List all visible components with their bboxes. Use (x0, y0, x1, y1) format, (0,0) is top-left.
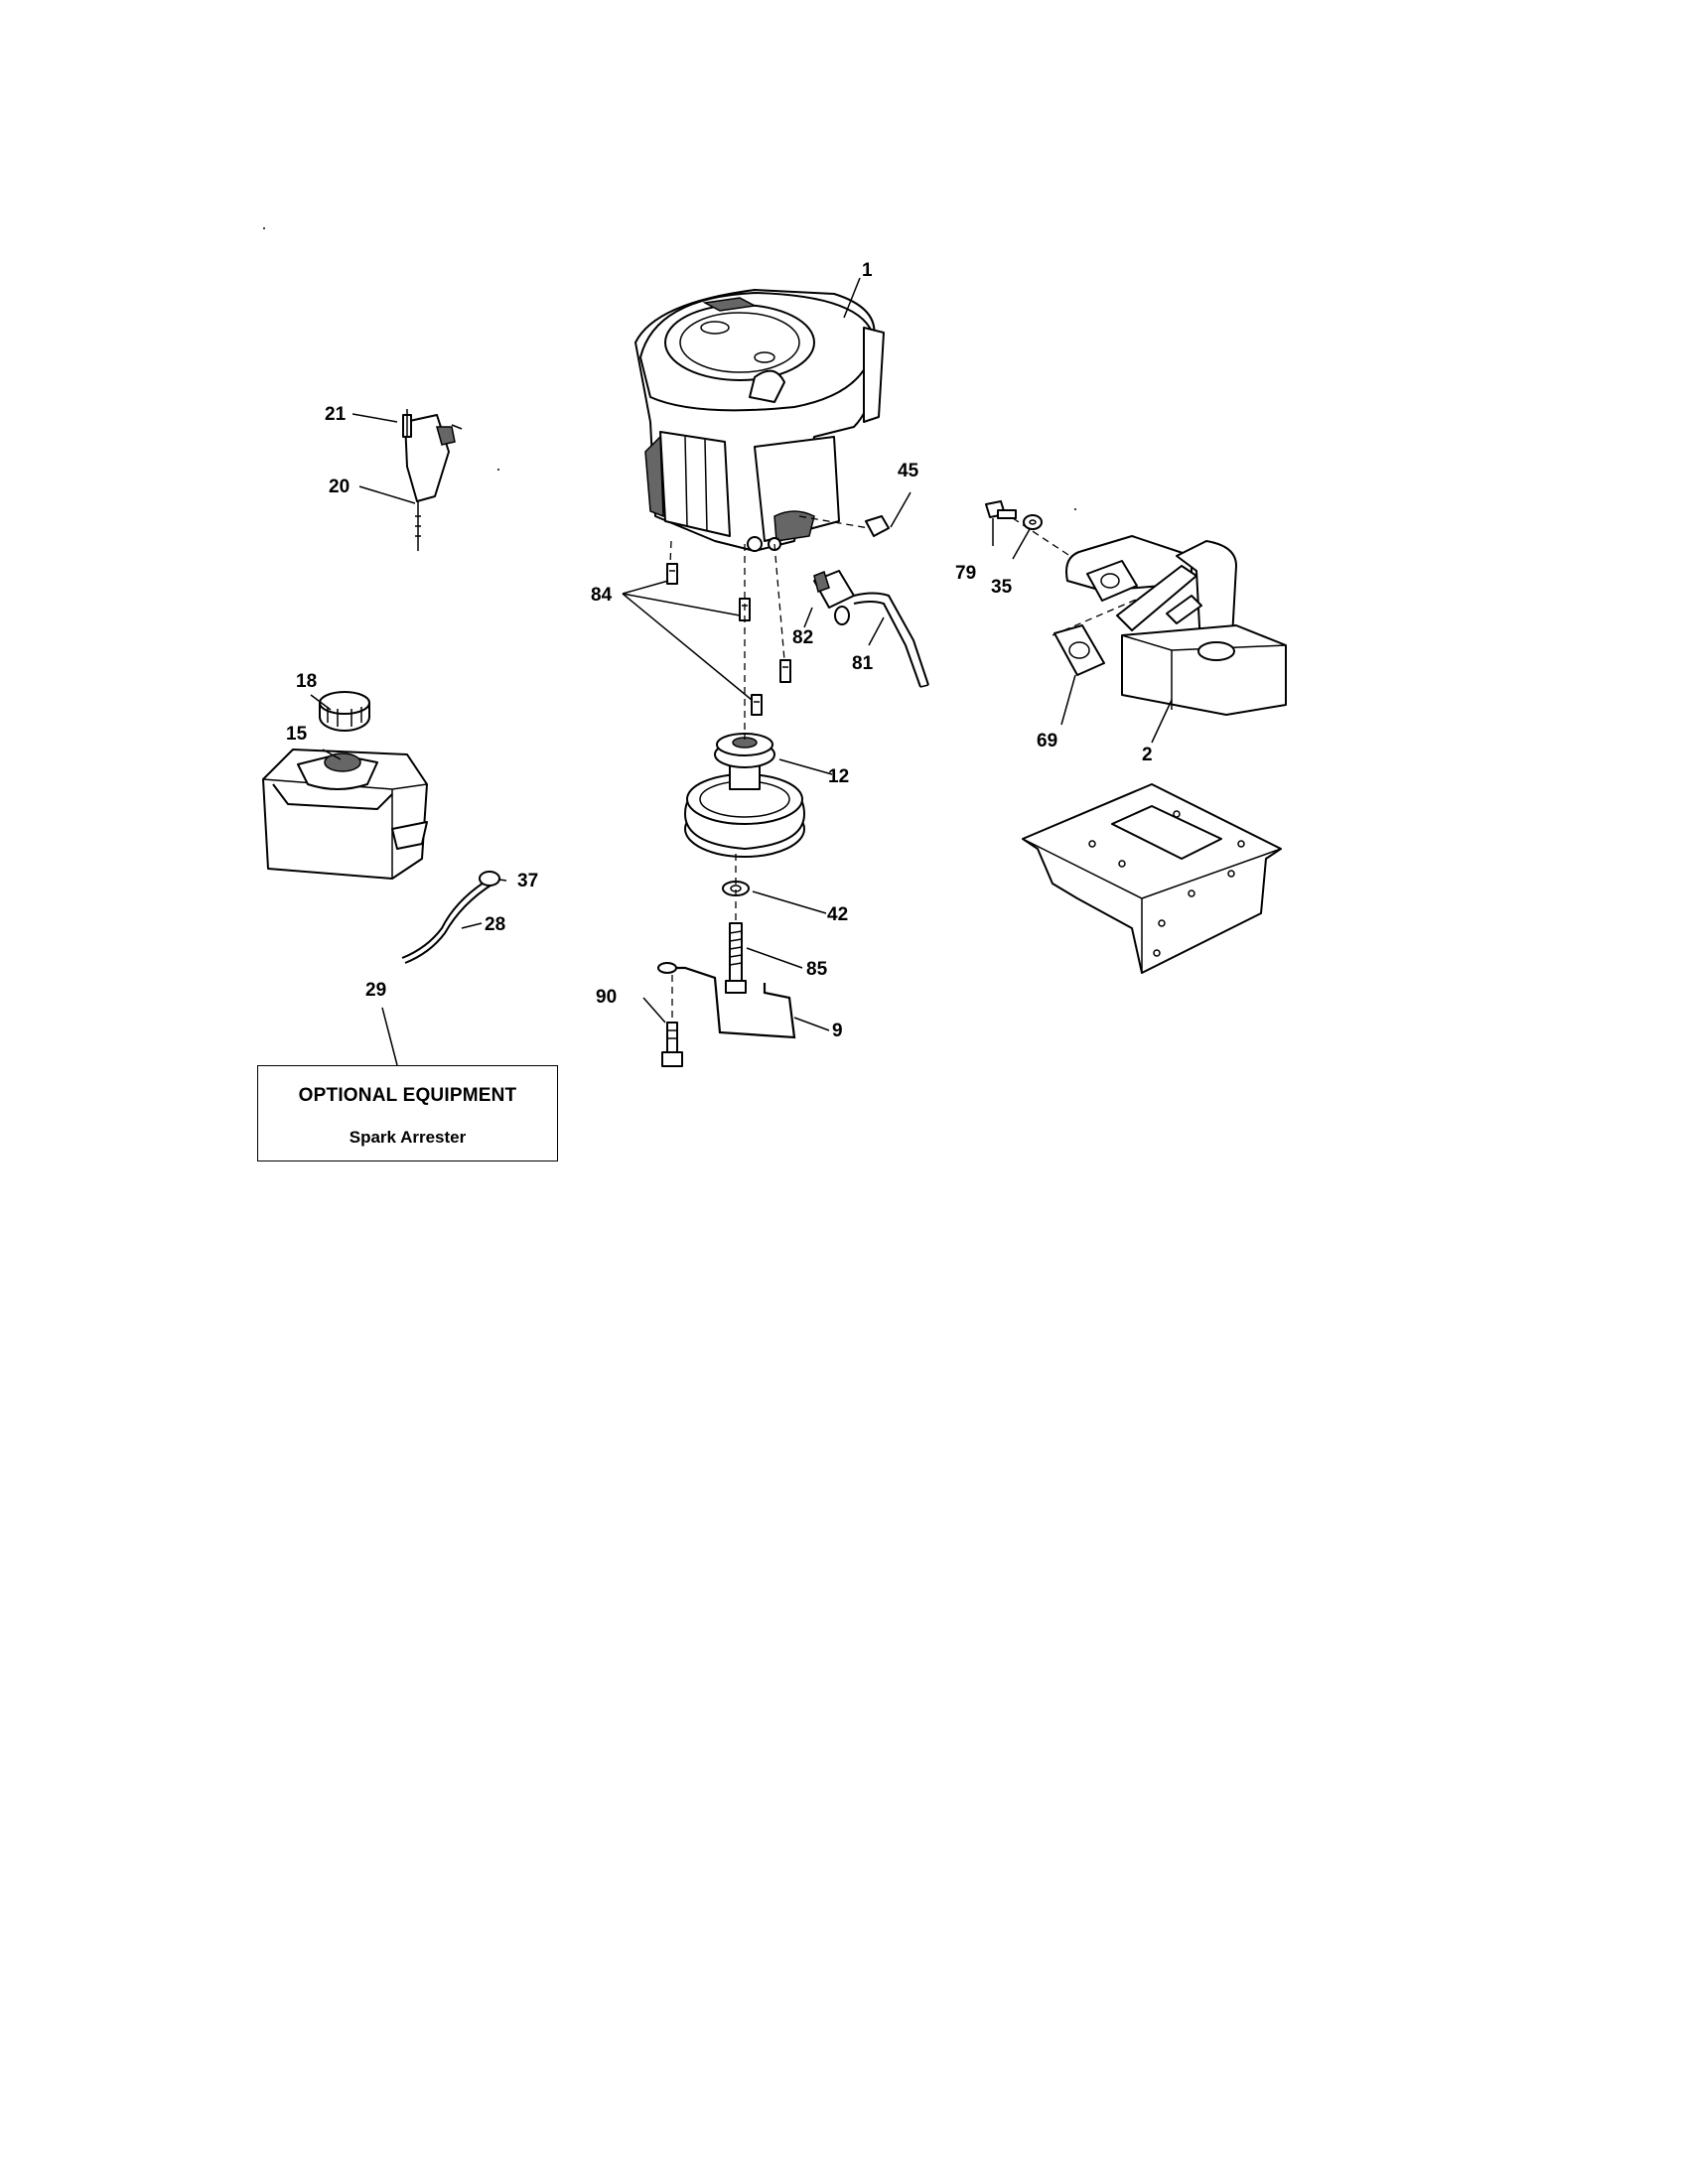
pulley-illustration (684, 733, 805, 858)
callout-1: 1 (862, 260, 873, 281)
bolt-79-illustration (985, 500, 1017, 519)
callout-2: 2 (1142, 745, 1153, 765)
fitting-illustration (813, 570, 855, 625)
dipstick-tube-illustration (853, 592, 929, 688)
callout-28: 28 (485, 914, 505, 935)
callout-21: 21 (325, 404, 347, 425)
fuel-cap-illustration (319, 691, 370, 732)
stray-dot (1074, 508, 1076, 510)
callout-85: 85 (806, 959, 828, 980)
washer-35-illustration (1023, 514, 1043, 530)
pulley-bolt-illustration (725, 922, 747, 994)
callout-82: 82 (792, 627, 813, 648)
muffler-illustration (1065, 535, 1287, 716)
optional-equipment-item: Spark Arrester (349, 1128, 467, 1147)
fuel-tank-illustration (262, 749, 428, 880)
callout-35: 35 (991, 577, 1013, 598)
callout-9: 9 (832, 1021, 843, 1041)
callout-12: 12 (828, 766, 849, 787)
callout-69: 69 (1037, 731, 1057, 751)
leader-lines (310, 277, 1173, 1066)
callout-45: 45 (898, 461, 919, 481)
callout-20: 20 (329, 477, 350, 497)
callout-81: 81 (852, 653, 874, 674)
throttle-bracket-illustration (402, 409, 463, 551)
callout-37: 37 (517, 871, 538, 891)
callout-84: 84 (591, 585, 613, 606)
mounting-plate-illustration (1022, 783, 1282, 974)
engine-illustration (634, 289, 885, 552)
stray-dot (497, 469, 499, 471)
gasket-illustration (1053, 624, 1105, 676)
bracket-bolt-illustration (661, 1022, 683, 1067)
optional-equipment-box: OPTIONAL EQUIPMENT Spark Arrester (257, 1065, 558, 1161)
mounting-bolts-illustration (666, 563, 791, 716)
fuel-line-illustration (401, 871, 500, 964)
callout-29: 29 (365, 980, 386, 1001)
callout-90: 90 (596, 987, 617, 1008)
callout-42: 42 (827, 904, 848, 925)
stray-dot (263, 227, 265, 229)
callout-15: 15 (286, 724, 308, 745)
nut-illustration (865, 515, 890, 537)
bracket-rod-illustration (657, 962, 796, 1039)
callout-18: 18 (296, 671, 317, 692)
callout-79: 79 (955, 563, 976, 584)
optional-equipment-title: OPTIONAL EQUIPMENT (298, 1085, 517, 1106)
